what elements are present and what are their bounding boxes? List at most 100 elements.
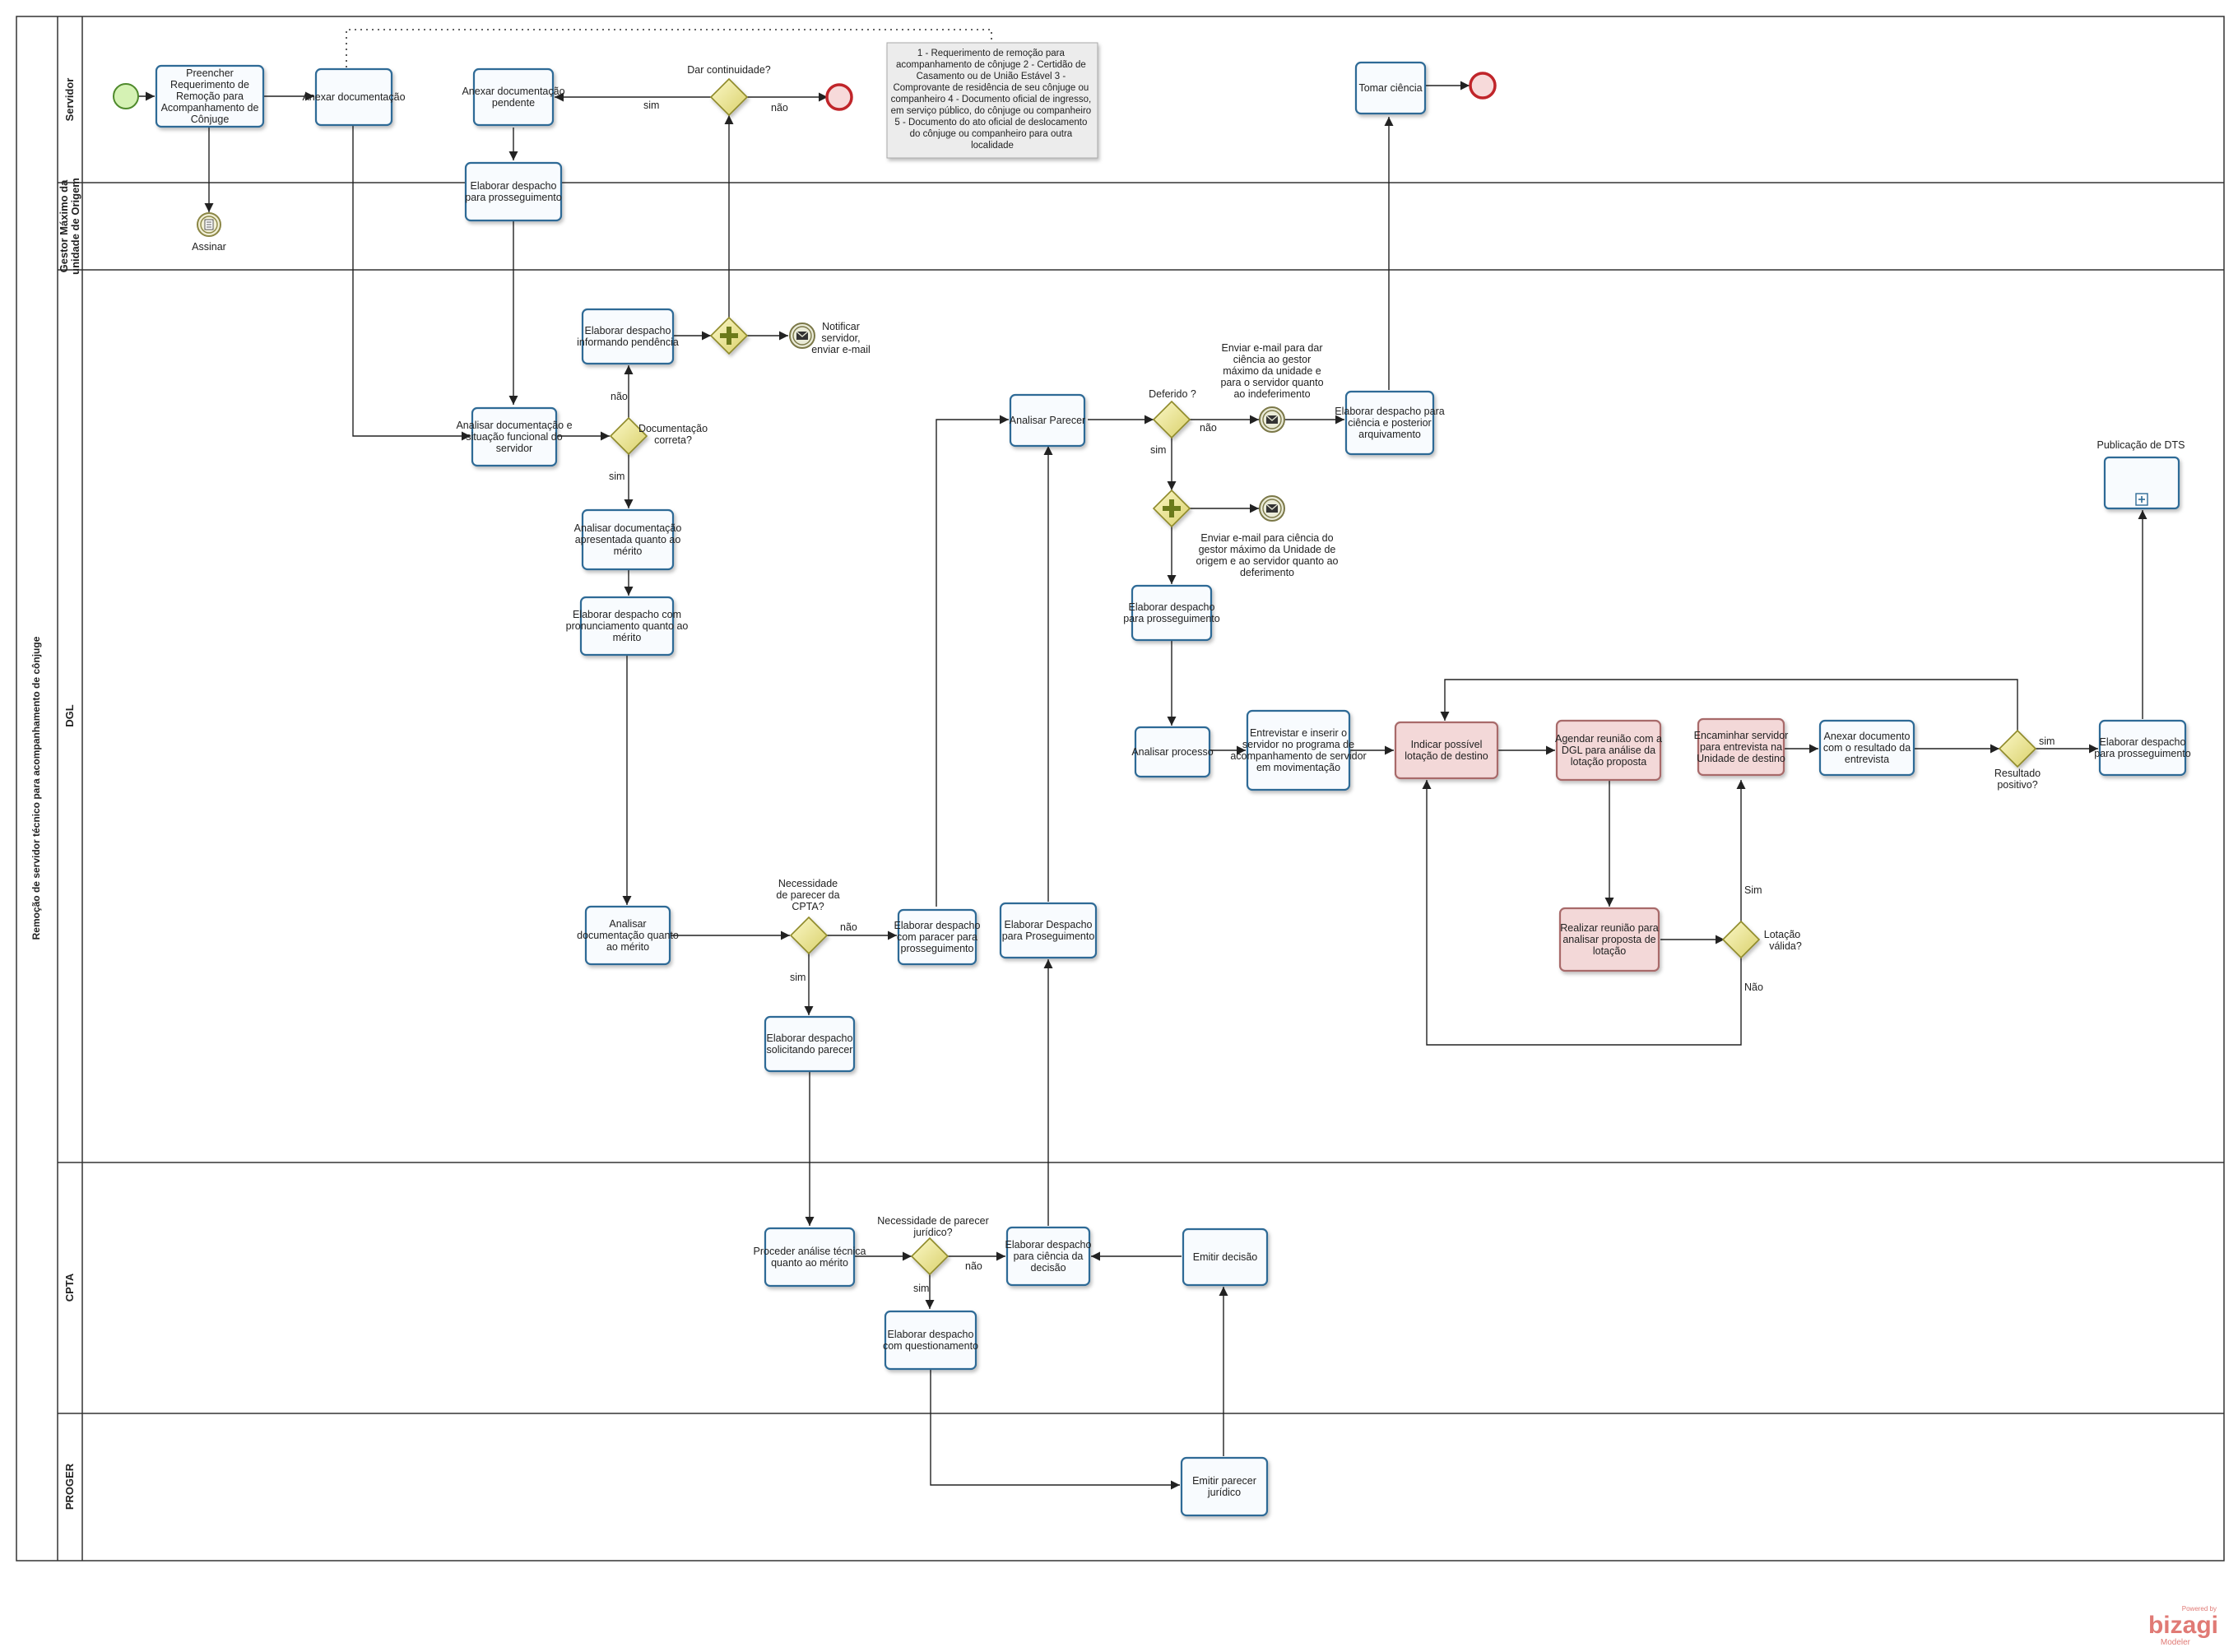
task-box[interactable] [884, 1310, 977, 1371]
subprocess-publicacao-dts[interactable] [2103, 456, 2180, 510]
sequence-flows [138, 29, 2147, 1490]
assinar-event [197, 212, 221, 237]
task-t13[interactable]: Analisar Parecer [1009, 393, 1086, 448]
flow-label-sim-6: sim [2039, 736, 2055, 747]
task-box[interactable] [1005, 1226, 1091, 1287]
email-indeferimento-icon [1259, 406, 1285, 433]
task-box[interactable] [1555, 719, 1662, 782]
gateway-dar-continuidade-label: Dar continuidade? [687, 64, 771, 76]
task-box[interactable] [155, 64, 265, 128]
pool-title: Remoção de servidor técnico para acompan… [30, 636, 42, 940]
task-box[interactable] [471, 406, 558, 467]
task-box[interactable] [1246, 709, 1351, 791]
lane-label-cpta: CPTA [63, 1273, 76, 1302]
flow-label-sim-5: sim [1150, 444, 1166, 456]
task-box[interactable] [472, 67, 555, 127]
task-t27[interactable]: Emitir decisão [1182, 1227, 1269, 1287]
task-box[interactable] [1131, 584, 1213, 642]
task-t2[interactable]: Anexar documentação [302, 67, 406, 127]
flow-label-nao-1: não [771, 102, 788, 114]
lane-label-proger: PROGER [63, 1463, 76, 1510]
task-box[interactable] [764, 1227, 856, 1288]
task-box[interactable] [764, 1015, 856, 1073]
task-box[interactable] [314, 67, 393, 127]
task-box[interactable] [1818, 719, 1915, 777]
lane-label-gestor: Gestor Máximo daunidade de Origem [58, 178, 81, 275]
bizagi-powered: Powered by [2182, 1605, 2217, 1613]
task-box[interactable] [1180, 1456, 1269, 1517]
task-box[interactable] [581, 308, 675, 365]
task-box[interactable] [897, 908, 977, 966]
task-t17[interactable]: Analisar processo [1131, 726, 1214, 778]
task-box[interactable] [584, 905, 671, 966]
pool: Remoção de servidor técnico para acompan… [16, 16, 2225, 1562]
task-box[interactable] [1394, 721, 1499, 780]
gateway-parallel-1 [709, 316, 749, 355]
gateway-lotacao-valida [1721, 920, 1761, 959]
gateway-resultado-positivo [1998, 729, 2037, 768]
task-box[interactable] [999, 902, 1098, 959]
gateway-dar-continuidade [709, 77, 749, 117]
task-label-t17: Analisar processo [1131, 746, 1213, 758]
task-box[interactable] [464, 161, 563, 222]
annotation: 1 - Requerimento de remoção para acompan… [886, 42, 1098, 159]
task-box[interactable] [1182, 1227, 1269, 1287]
task-box[interactable] [579, 596, 675, 657]
task-box[interactable] [2098, 719, 2187, 777]
annotation-text: 1 - Requerimento de remoção para acompan… [891, 49, 1094, 151]
task-label-t13: Analisar Parecer [1010, 415, 1085, 426]
task-box[interactable] [1134, 726, 1211, 778]
end-event-2 [1469, 72, 1497, 100]
flow-label-nao-5: não [1200, 422, 1217, 434]
flow-label-Sim-7: Sim [1744, 884, 1762, 896]
task-t4[interactable]: Tomar ciência [1354, 61, 1427, 115]
task-label-t27: Emitir decisão [1193, 1251, 1258, 1263]
task-box[interactable] [1697, 717, 1785, 777]
task-box[interactable] [1354, 61, 1427, 115]
task-box[interactable] [1009, 393, 1086, 448]
task-box[interactable] [581, 508, 675, 571]
task-box[interactable] [1558, 907, 1660, 972]
email-deferimento-icon [1259, 495, 1285, 522]
task-box[interactable] [1344, 390, 1435, 456]
